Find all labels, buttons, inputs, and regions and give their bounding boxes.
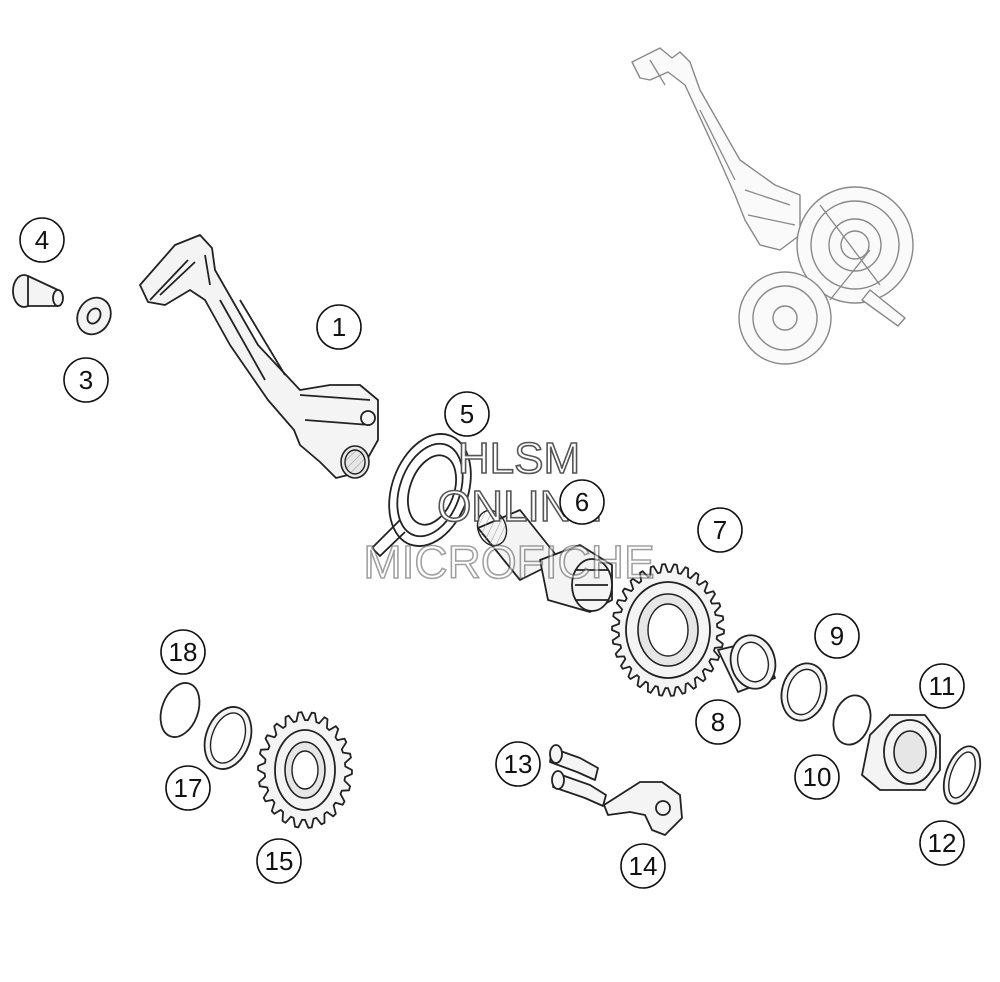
callout-13[interactable]: 13	[495, 741, 541, 787]
preview-gear-large	[796, 186, 914, 304]
part-circlip-10	[832, 694, 872, 746]
assembly-preview	[631, 47, 914, 365]
part-bushing	[717, 634, 777, 693]
watermark-line1: HLSM	[458, 434, 580, 483]
callout-label: 18	[169, 637, 198, 667]
callout-label: 1	[332, 312, 346, 342]
callout-7[interactable]: 7	[697, 507, 743, 553]
callout-11[interactable]: 11	[919, 663, 965, 709]
part-screws	[549, 744, 607, 807]
callout-label: 5	[460, 399, 474, 429]
watermark-line3: MICROFICHE	[363, 536, 654, 588]
callout-10[interactable]: 10	[794, 754, 840, 800]
callout-label: 17	[174, 773, 203, 803]
callout-label: 4	[35, 225, 49, 255]
callout-12[interactable]: 12	[919, 820, 965, 866]
watermark: HLSM ONLINE MICROFICHE	[363, 433, 656, 589]
part-washer	[76, 296, 112, 336]
callout-label: 9	[830, 621, 844, 651]
callout-label: 7	[713, 515, 727, 545]
callout-15[interactable]: 15	[256, 838, 302, 884]
callouts: 1 3 4 5 6 7 8 9 10 11 12 13 14 15 17 18	[19, 217, 965, 889]
part-circlip-18	[159, 682, 201, 738]
callout-label: 11	[929, 671, 956, 701]
callout-5[interactable]: 5	[444, 391, 490, 437]
callout-label: 12	[928, 828, 957, 858]
callout-6[interactable]: 6	[559, 479, 605, 525]
callout-9[interactable]: 9	[814, 613, 860, 659]
callout-3[interactable]: 3	[63, 357, 109, 403]
callout-8[interactable]: 8	[695, 699, 741, 745]
callout-label: 8	[711, 707, 725, 737]
part-guide-plate	[603, 781, 683, 836]
part-ratchet-guide	[861, 714, 941, 791]
part-shim-17	[203, 706, 253, 770]
part-circlip-12	[942, 745, 982, 805]
part-kick-lever	[139, 234, 379, 479]
callout-4[interactable]: 4	[19, 217, 65, 263]
callout-label: 14	[629, 851, 658, 881]
callout-label: 15	[265, 846, 294, 876]
part-kick-shaft	[476, 509, 613, 613]
part-bolt	[12, 274, 64, 308]
callout-label: 13	[504, 749, 533, 779]
callout-label: 3	[79, 365, 93, 395]
callout-17[interactable]: 17	[165, 765, 211, 811]
part-kick-spring	[371, 433, 472, 557]
preview-gear-small	[738, 271, 832, 365]
callout-label: 6	[575, 487, 589, 517]
part-gear-large	[611, 563, 725, 697]
part-shim-9	[780, 662, 828, 722]
callout-14[interactable]: 14	[620, 843, 666, 889]
callout-label: 10	[803, 762, 832, 792]
callout-18[interactable]: 18	[160, 629, 206, 675]
callout-1[interactable]: 1	[316, 304, 362, 350]
part-gear-small	[257, 711, 353, 829]
